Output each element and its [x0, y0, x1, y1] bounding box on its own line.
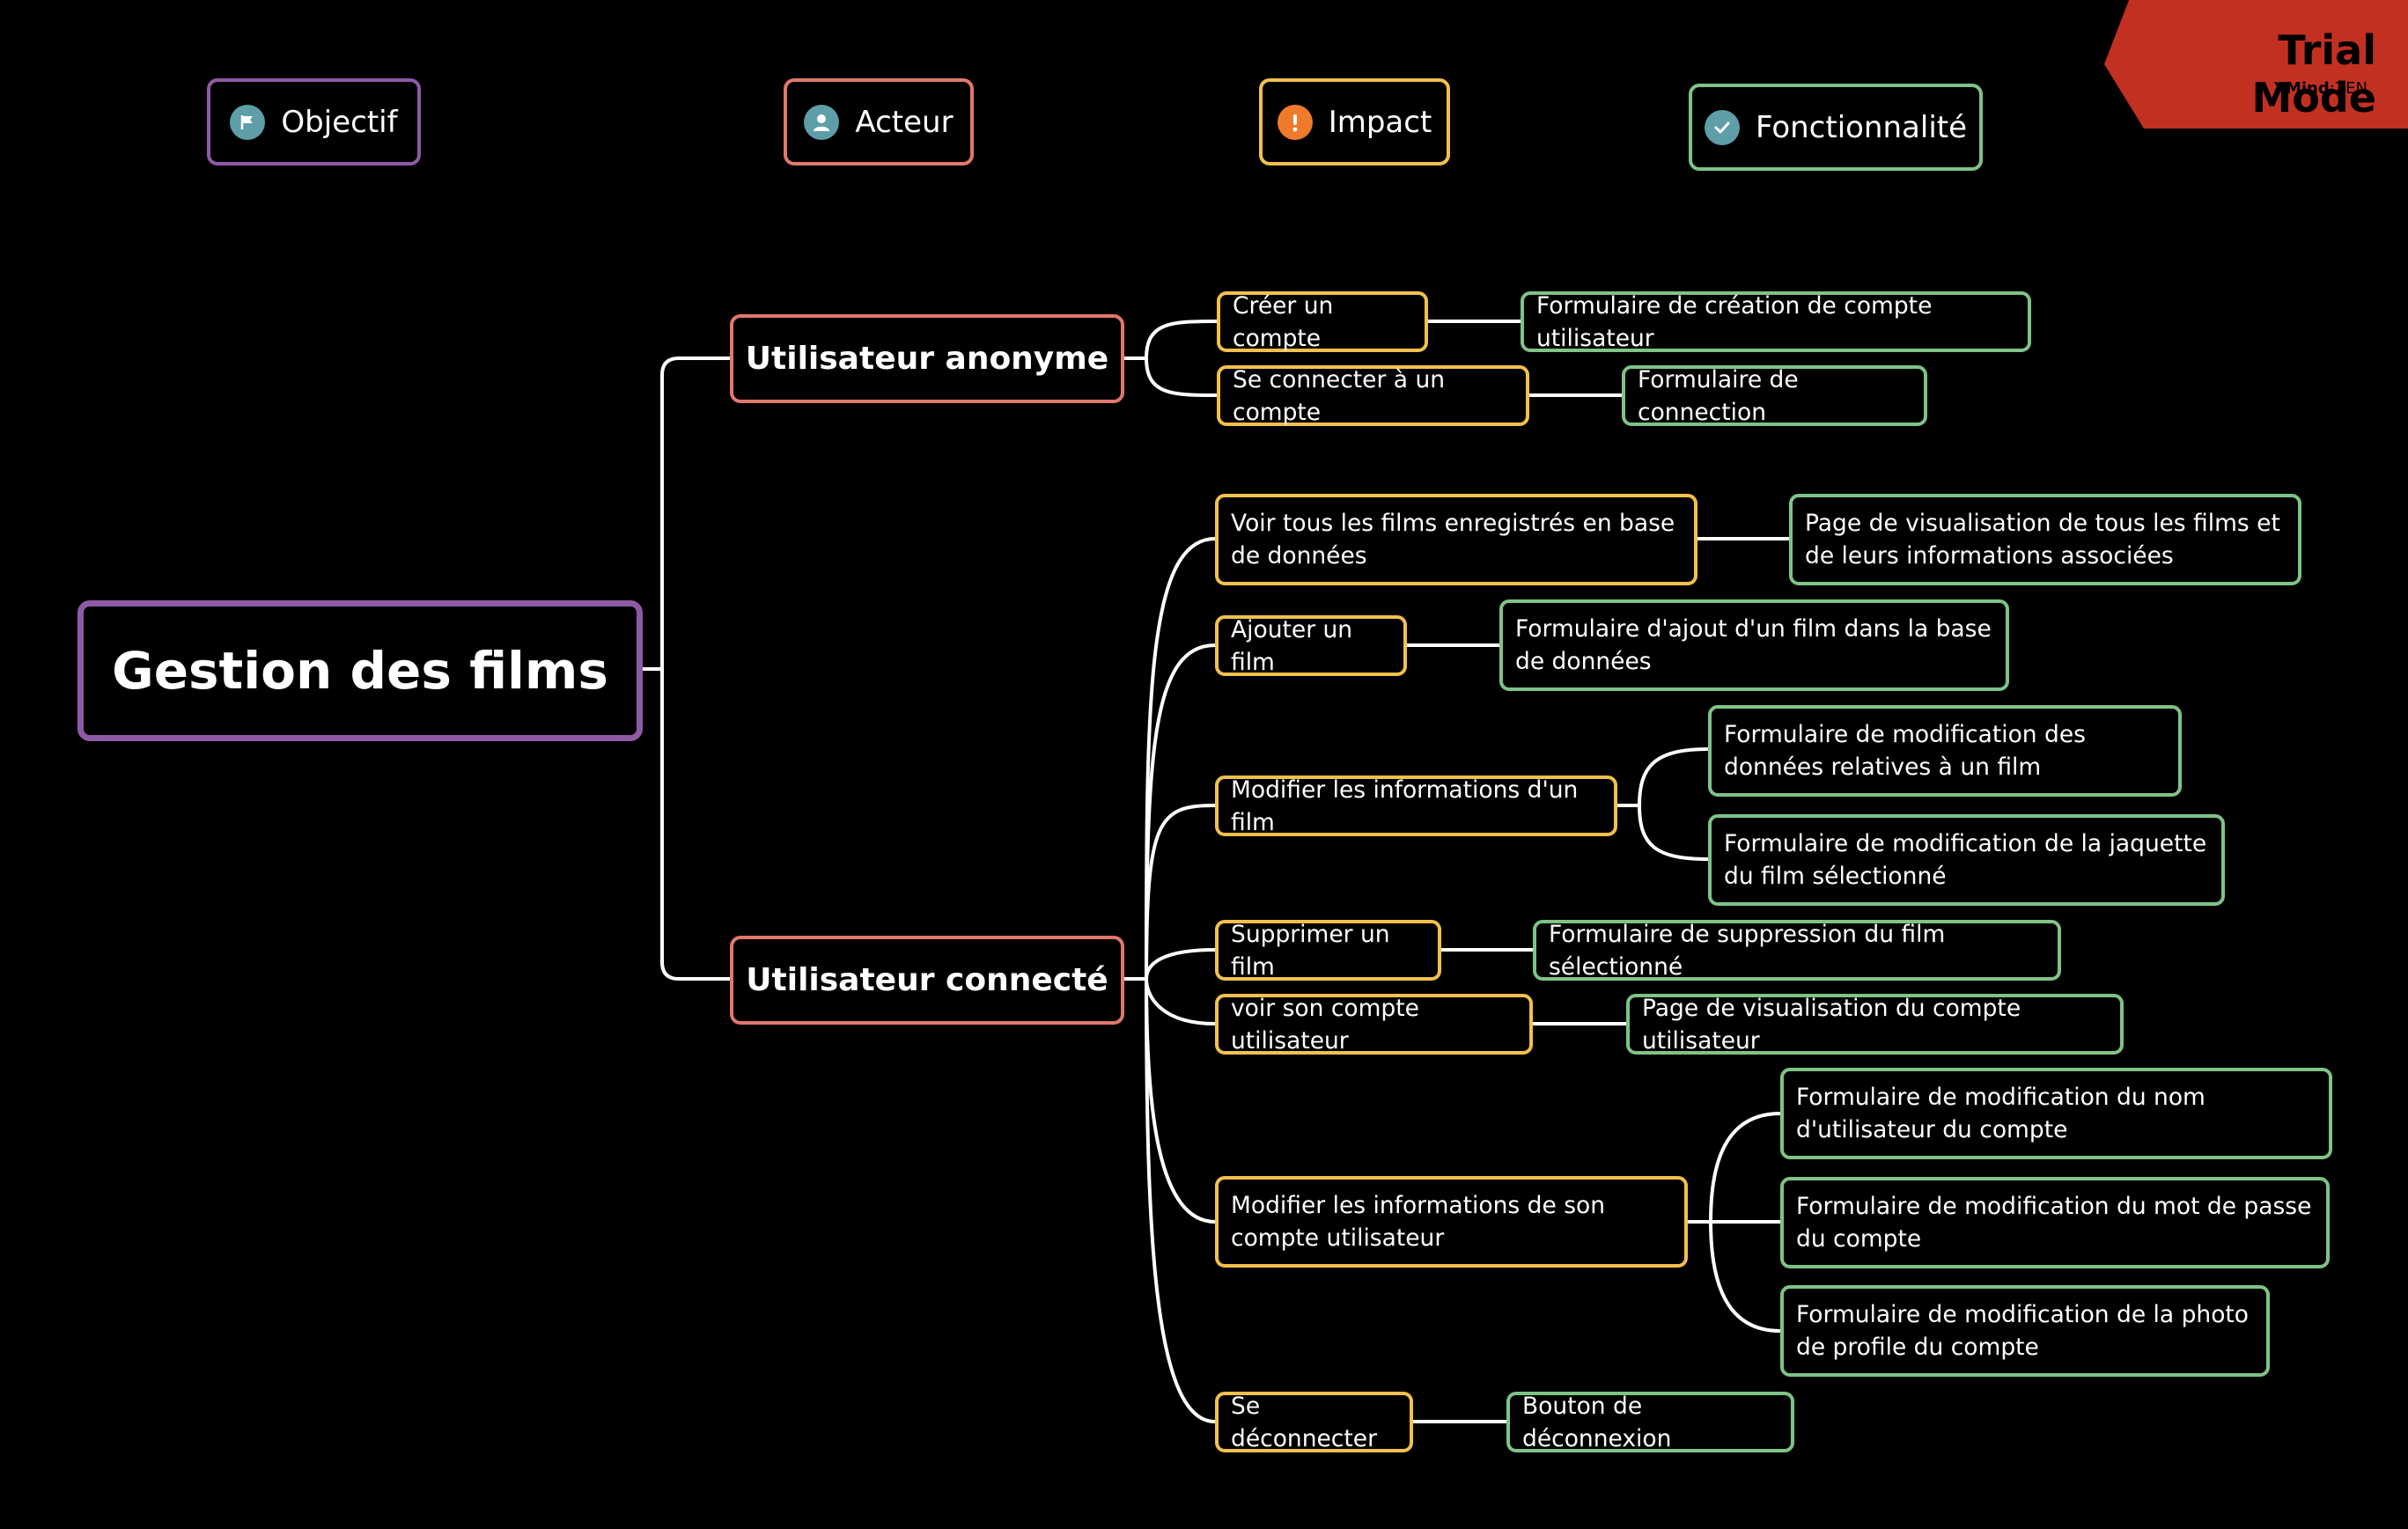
impact-node[interactable]: Se connecter à un compte	[1217, 365, 1529, 426]
user-icon	[804, 104, 840, 140]
actor-label: Utilisateur anonyme	[745, 341, 1109, 377]
legend-impact-label: Impact	[1328, 104, 1432, 140]
impact-node[interactable]: Créer un compte	[1217, 291, 1428, 352]
flag-icon	[230, 104, 266, 140]
feature-label: Formulaire de modification des données r…	[1724, 721, 2086, 781]
trial-mode-title: Trial Mode	[2251, 26, 2376, 121]
exclamation-icon	[1277, 104, 1313, 140]
impact-label: Supprimer un film	[1231, 920, 1390, 981]
feature-node[interactable]: Formulaire de modification des données r…	[1708, 705, 2182, 797]
feature-label: Formulaire d'ajout d'un film dans la bas…	[1515, 615, 1992, 675]
impact-node[interactable]: Modifier les informations de son compte …	[1215, 1176, 1688, 1268]
feature-label: Page de visualisation de tous les films …	[1805, 510, 2280, 570]
feature-node[interactable]: Formulaire de modification du mot de pas…	[1780, 1177, 2330, 1268]
legend-objectif[interactable]: Objectif	[207, 78, 421, 165]
legend-acteur[interactable]: Acteur	[784, 78, 974, 165]
feature-label: Formulaire de suppression du film sélect…	[1549, 920, 1946, 981]
feature-label: Formulaire de modification du mot de pas…	[1796, 1193, 2312, 1253]
feature-node[interactable]: Formulaire d'ajout d'un film dans la bas…	[1499, 599, 2009, 691]
legend-objectif-label: Objectif	[281, 104, 398, 140]
feature-label: Formulaire de création de compte utilisa…	[1536, 291, 1933, 352]
root-label: Gestion des films	[112, 641, 608, 701]
feature-node[interactable]: Formulaire de modification de la jaquett…	[1708, 814, 2225, 906]
legend-acteur-label: Acteur	[855, 104, 954, 140]
feature-node[interactable]: Formulaire de connection	[1622, 365, 1927, 426]
impact-label: Ajouter un film	[1231, 615, 1353, 676]
feature-label: Formulaire de modification de la jaquett…	[1724, 830, 2207, 890]
legend-impact[interactable]: Impact	[1259, 78, 1450, 165]
actor-node-anonyme[interactable]: Utilisateur anonyme	[730, 314, 1124, 403]
actor-node-connecte[interactable]: Utilisateur connecté	[730, 936, 1124, 1025]
impact-node[interactable]: voir son compte utilisateur	[1215, 994, 1533, 1055]
legend-fonctionnalite-label: Fonctionnalité	[1755, 109, 1968, 145]
feature-label: Formulaire de modification de la photo d…	[1796, 1301, 2250, 1361]
impact-node[interactable]: Ajouter un film	[1215, 615, 1407, 676]
actor-label: Utilisateur connecté	[746, 962, 1108, 998]
feature-node[interactable]: Formulaire de création de compte utilisa…	[1521, 291, 2031, 352]
impact-label: Créer un compte	[1233, 291, 1334, 352]
impact-label: voir son compte utilisateur	[1231, 994, 1419, 1055]
impact-node[interactable]: Modifier les informations d'un film	[1215, 776, 1617, 836]
feature-label: Formulaire de connection	[1638, 365, 1799, 426]
feature-node[interactable]: Bouton de déconnexion	[1506, 1392, 1794, 1452]
impact-label: Voir tous les films enregistrés en base …	[1231, 510, 1675, 570]
impact-label: Se déconnecter	[1231, 1392, 1377, 1452]
xmind-brand: XMind	[2273, 79, 2330, 98]
feature-node[interactable]: Formulaire de suppression du film sélect…	[1533, 920, 2061, 981]
feature-label: Formulaire de modification du nom d'util…	[1796, 1084, 2205, 1143]
trial-mode-brand: XMind:ZEN	[2273, 79, 2367, 98]
feature-node[interactable]: Page de visualisation de tous les films …	[1789, 494, 2301, 585]
feature-label: Page de visualisation du compte utilisat…	[1642, 994, 2021, 1055]
impact-label: Modifier les informations d'un film	[1231, 776, 1579, 836]
impact-label: Modifier les informations de son compte …	[1231, 1192, 1606, 1252]
feature-node[interactable]: Page de visualisation du compte utilisat…	[1626, 994, 2124, 1055]
impact-label: Se connecter à un compte	[1233, 365, 1446, 426]
root-node[interactable]: Gestion des films	[77, 600, 643, 741]
feature-node[interactable]: Formulaire de modification de la photo d…	[1780, 1285, 2270, 1377]
check-icon	[1704, 109, 1740, 145]
xmind-edition: ZEN	[2334, 79, 2367, 98]
feature-label: Bouton de déconnexion	[1522, 1392, 1672, 1452]
impact-node[interactable]: Voir tous les films enregistrés en base …	[1215, 494, 1697, 585]
trial-mode-banner[interactable]	[2104, 0, 2408, 129]
impact-node[interactable]: Supprimer un film	[1215, 920, 1441, 981]
impact-node[interactable]: Se déconnecter	[1215, 1392, 1413, 1452]
feature-node[interactable]: Formulaire de modification du nom d'util…	[1780, 1068, 2332, 1159]
legend-fonctionnalite[interactable]: Fonctionnalité	[1689, 84, 1983, 171]
